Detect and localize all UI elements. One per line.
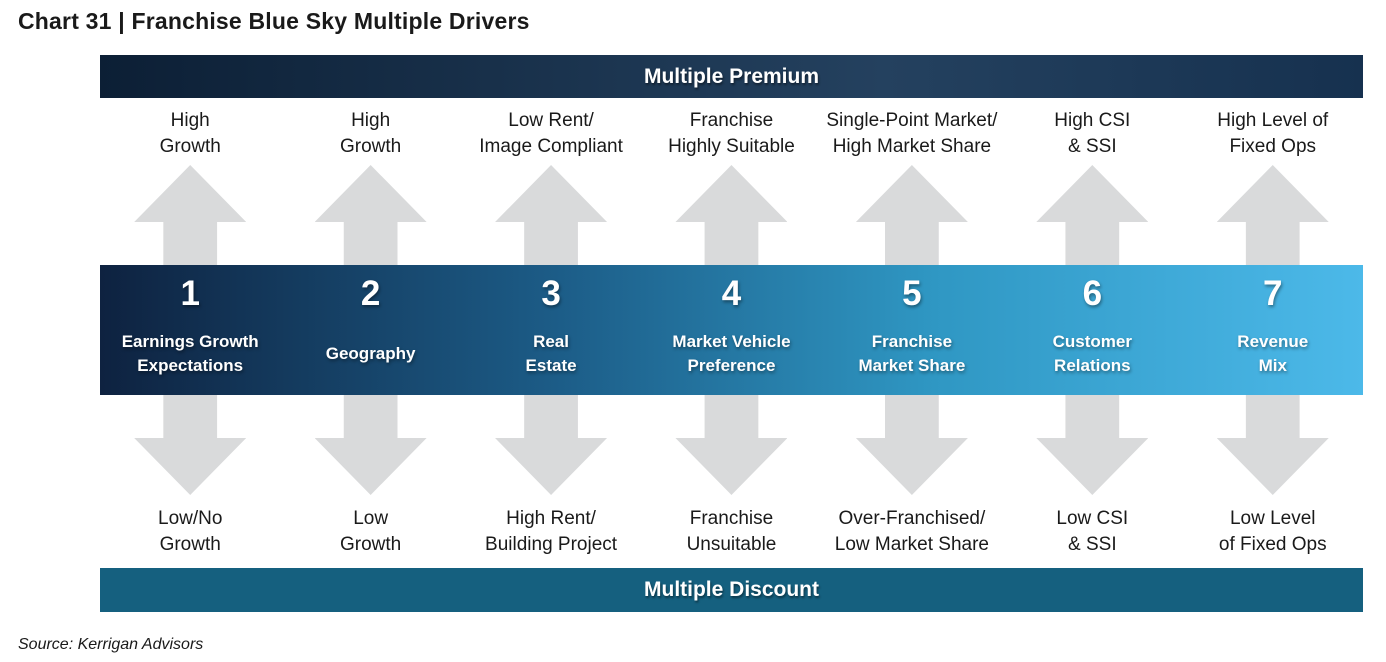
driver-number: 7 (1263, 274, 1283, 313)
driver-name: Earnings Growth Expectations (121, 331, 259, 376)
discount-factor: Low Growth (280, 501, 460, 563)
premium-factor-label: High Level of Fixed Ops (1217, 109, 1329, 157)
source-note: Source: Kerrigan Advisors (18, 636, 204, 653)
premium-factor: High Growth (100, 103, 280, 165)
premium-factor-label: Low Rent/ Image Compliant (479, 109, 623, 157)
premium-factor-label: High CSI & SSI (1054, 109, 1131, 157)
premium-factor: Single-Point Market/ High Market Share (822, 103, 1002, 165)
discount-factor-label: Low Level of Fixed Ops (1218, 507, 1327, 555)
page-title: Chart 31 | Franchise Blue Sky Multiple D… (18, 8, 530, 34)
driver-name: Revenue Mix (1237, 331, 1309, 376)
discount-factor-label: Low/No Growth (158, 507, 223, 555)
driver-number: 3 (541, 274, 561, 313)
up-arrow-icon (1036, 165, 1149, 265)
driver-name: Franchise Market Share (858, 331, 966, 376)
discount-factor: High Rent/ Building Project (461, 501, 641, 563)
discount-factor: Franchise Unsuitable (641, 501, 821, 563)
driver-number: 2 (360, 274, 381, 313)
discount-factor: Low Level of Fixed Ops (1183, 501, 1363, 563)
multiple-discount-label: Multiple Discount (644, 578, 819, 601)
discount-factor: Low/No Growth (100, 501, 280, 563)
premium-factor-label: Single-Point Market/ High Market Share (826, 109, 998, 157)
premium-factor: High Level of Fixed Ops (1183, 103, 1363, 165)
driver-column: 4 Market Vehicle Preference (641, 265, 821, 395)
driver-column: 6 Customer Relations (1002, 265, 1182, 395)
driver-number: 6 (1082, 274, 1103, 313)
driver-column: 2 Geography (280, 265, 460, 395)
down-arrow-icon (1216, 395, 1329, 495)
discount-factors-row: Low/No Growth Low Growth High Rent/ Buil… (100, 501, 1363, 563)
up-arrow-icon (1216, 165, 1329, 265)
down-arrow-icon (675, 395, 788, 495)
driver-number: 4 (721, 274, 742, 313)
discount-factor: Low CSI & SSI (1002, 501, 1182, 563)
premium-factor: High Growth (280, 103, 460, 165)
discount-factor-label: Low CSI & SSI (1056, 507, 1129, 555)
driver-number: 5 (902, 274, 922, 313)
premium-factor: High CSI & SSI (1002, 103, 1182, 165)
down-arrow-icon (495, 395, 608, 495)
premium-factor-label: High Growth (340, 109, 402, 157)
down-arrow-icon (855, 395, 968, 495)
premium-factors-row: High Growth High Growth Low Rent/ Image … (100, 103, 1363, 165)
down-arrow-icon (134, 395, 247, 495)
multiple-discount-bar: Multiple Discount (100, 568, 1363, 612)
discount-factor-label: Low Growth (340, 507, 402, 555)
up-arrow-icon (314, 165, 427, 265)
discount-factor-label: High Rent/ Building Project (485, 507, 618, 555)
multiple-premium-bar: Multiple Premium (100, 55, 1363, 98)
premium-factor: Franchise Highly Suitable (641, 103, 821, 165)
discount-factor-label: Over-Franchised/ Low Market Share (834, 507, 989, 555)
discount-factor-label: Franchise Unsuitable (686, 507, 777, 555)
driver-column: 3 Real Estate (461, 265, 641, 395)
down-arrow-icon (1036, 395, 1149, 495)
driver-name: Geography (325, 343, 416, 363)
driver-column: 5 Franchise Market Share (822, 265, 1002, 395)
premium-factor-label: High Growth (159, 109, 221, 157)
premium-factor: Low Rent/ Image Compliant (461, 103, 641, 165)
driver-name: Real Estate (525, 331, 577, 376)
multiple-premium-label: Multiple Premium (643, 64, 820, 88)
up-arrow-icon (495, 165, 608, 265)
driver-band: 1 Earnings Growth Expectations 2 Geograp… (100, 265, 1363, 395)
driver-number: 1 (180, 274, 200, 313)
up-arrow-icon (675, 165, 788, 265)
driver-name: Market Vehicle Preference (672, 331, 791, 376)
discount-factor: Over-Franchised/ Low Market Share (822, 501, 1002, 563)
down-arrows-row (100, 395, 1363, 495)
driver-column: 7 Revenue Mix (1183, 265, 1363, 395)
driver-name: Customer Relations (1052, 331, 1132, 376)
up-arrow-icon (855, 165, 968, 265)
up-arrow-icon (134, 165, 247, 265)
driver-column: 1 Earnings Growth Expectations (100, 265, 280, 395)
down-arrow-icon (314, 395, 427, 495)
premium-factor-label: Franchise Highly Suitable (668, 109, 795, 157)
up-arrows-row (100, 165, 1363, 265)
